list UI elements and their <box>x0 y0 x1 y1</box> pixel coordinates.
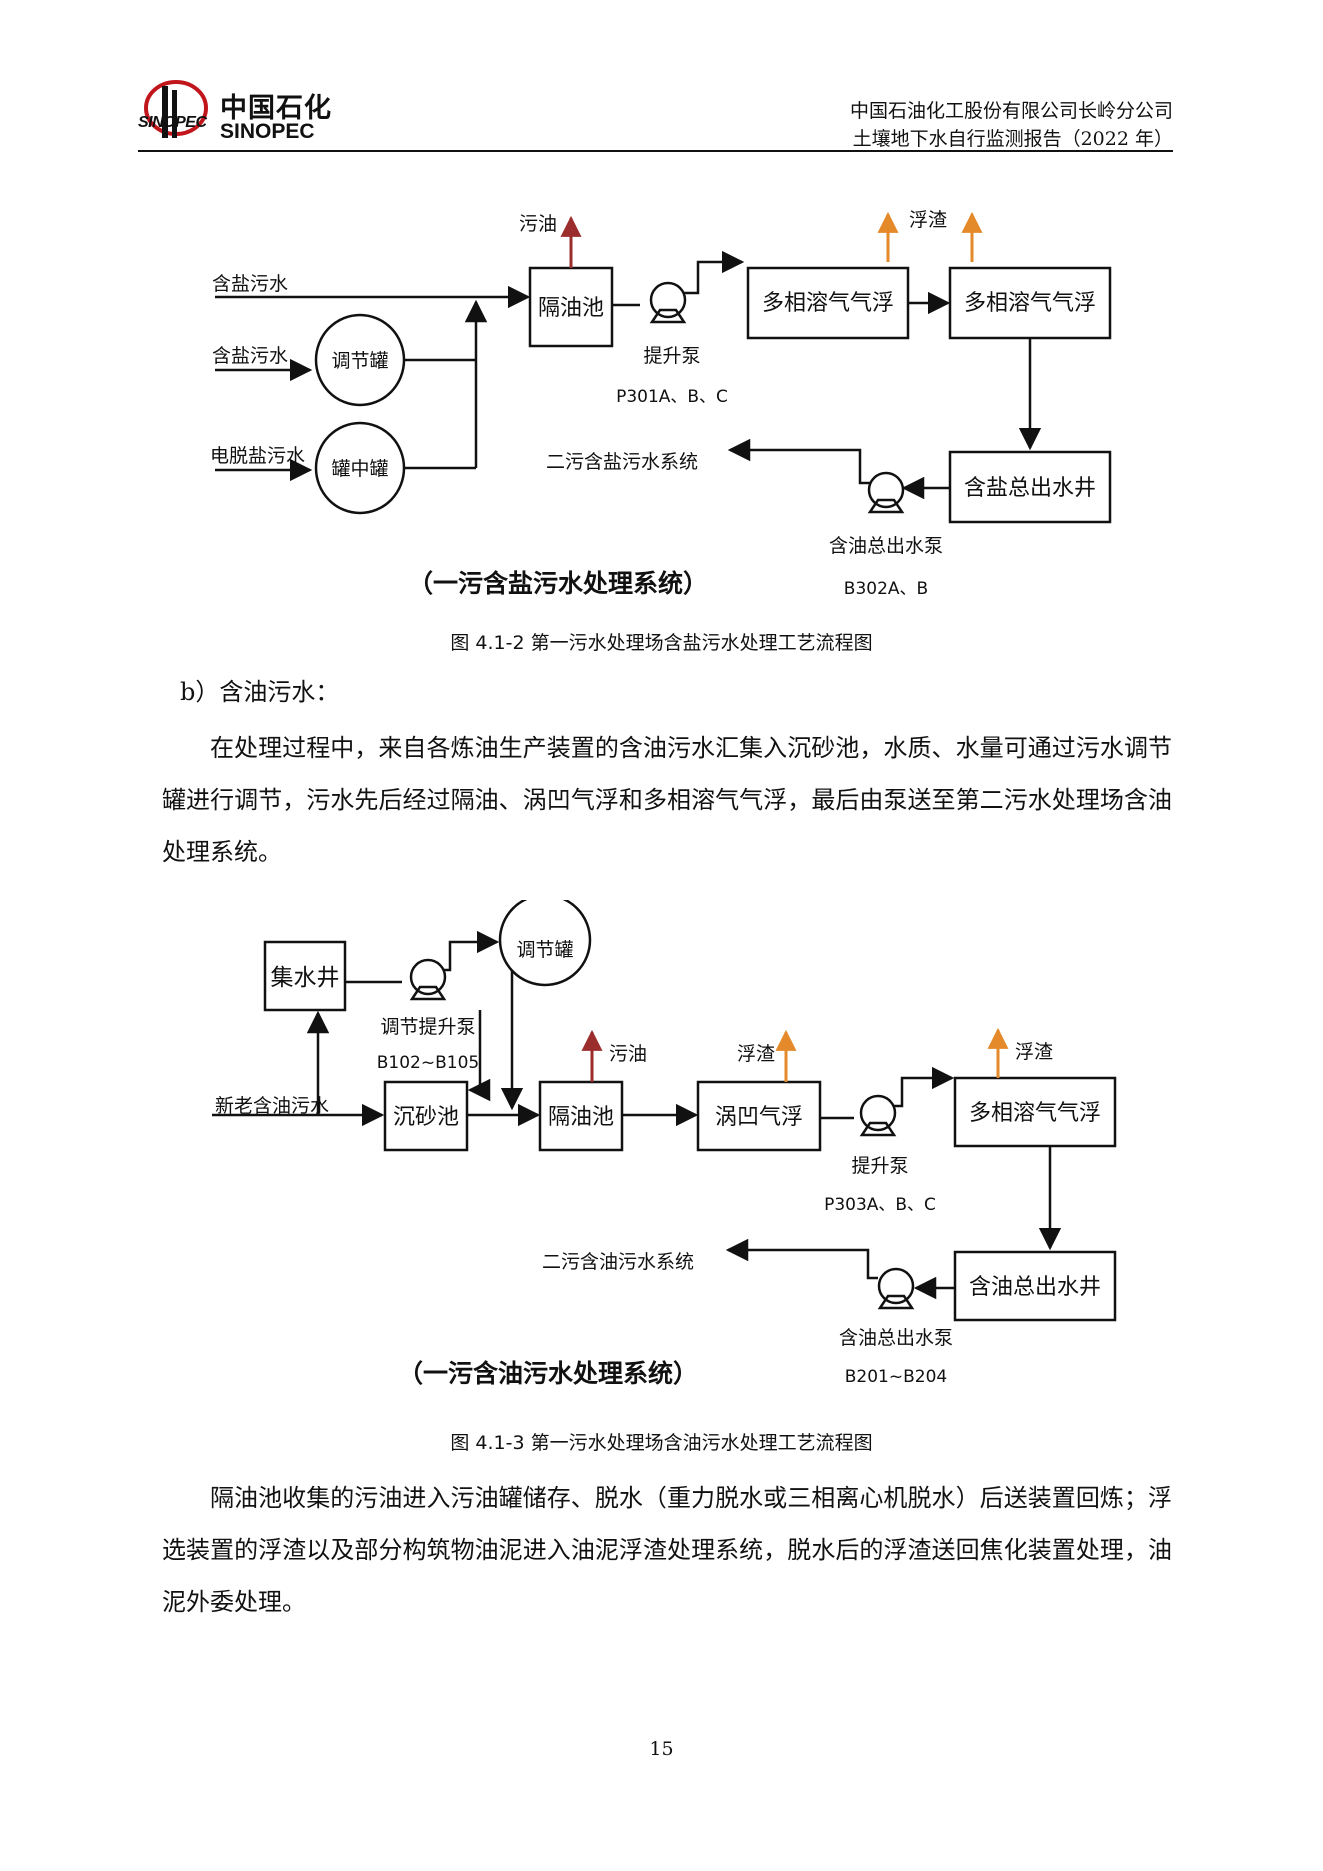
f2-lift-pump-id: P303A、B、C <box>824 1195 936 1215</box>
f1-outlet-destination: 二污含盐污水系统 <box>546 451 698 473</box>
f2-outlet-pump: 含油总出水泵 <box>839 1327 953 1349</box>
sinopec-logo: SINOPEC 中国石化 SINOPEC <box>138 78 338 148</box>
f1-separator: 隔油池 <box>538 296 604 321</box>
f1-lift-pump-id: P301A、B、C <box>616 387 728 407</box>
f2-regulating-lift-pump-id: B102~B105 <box>377 1053 479 1073</box>
f2-regulating-lift-pump: 调节提升泵 <box>380 1016 475 1038</box>
figure-4-1-3-caption: 图 4.1-3 第一污水处理场含油污水处理工艺流程图 <box>450 1432 873 1454</box>
section-b-heading: b）含油污水： <box>180 678 340 706</box>
figure-4-1-3-diagram: 集水井 调节提升泵 B102~B105 调节罐 新老含油污水 沉砂池 隔油池 污… <box>212 900 1117 1388</box>
section-b-text: 在处理过程中，来自各炼油生产装置的含油污水汇集入沉砂池，水质、水量可通过污水调节… <box>162 734 1172 866</box>
f1-outlet-pump: 含油总出水泵 <box>829 535 943 557</box>
logo-chinese: 中国石化 <box>220 93 332 124</box>
f1-oil-label: 污油 <box>519 213 557 235</box>
f1-diagram-title: （一污含盐污水处理系统） <box>408 569 708 598</box>
f1-tank-regulating: 调节罐 <box>331 350 388 372</box>
f1-tank-in-tank: 罐中罐 <box>331 458 388 480</box>
sinopec-logo-icon <box>144 80 208 138</box>
closing-paragraph: 隔油池收集的污油进入污油罐储存、脱水（重力脱水或三相离心机脱水）后送装置回炼；浮… <box>162 1472 1172 1628</box>
logo-mark-text: SINOPEC <box>138 114 207 131</box>
f2-outlet-destination: 二污含油污水系统 <box>542 1251 694 1273</box>
f1-saline-outlet-well: 含盐总出水井 <box>964 476 1096 501</box>
page-number: 15 <box>649 1738 674 1760</box>
section-b-paragraph: 在处理过程中，来自各炼油生产装置的含油污水汇集入沉砂池，水质、水量可通过污水调节… <box>162 722 1172 878</box>
f2-inlet-oily-water: 新老含油污水 <box>215 1095 329 1117</box>
f1-flotation-2: 多相溶气气浮 <box>964 291 1096 316</box>
f2-grit-chamber: 沉砂池 <box>393 1105 459 1130</box>
f2-regulating-tank: 调节罐 <box>516 939 573 961</box>
f1-lift-pump: 提升泵 <box>643 345 700 367</box>
f1-outlet-pump-id: B302A、B <box>844 579 928 599</box>
f2-sump: 集水井 <box>271 965 340 991</box>
figure-4-1-2-diagram: 含盐污水 含盐污水 电脱盐污水 调节罐 罐中罐 隔油池 污油 浮渣 提升泵 P3… <box>210 209 1112 599</box>
f2-outlet-pump-id: B201~B204 <box>845 1367 947 1387</box>
f2-lift-pump: 提升泵 <box>851 1155 908 1177</box>
f2-flotation: 多相溶气气浮 <box>969 1101 1101 1126</box>
logo-english: SINOPEC <box>220 120 315 143</box>
f2-oil-label: 污油 <box>609 1043 647 1065</box>
f1-inlet-saline-1: 含盐污水 <box>212 273 288 295</box>
f2-cavitation-flotation: 涡凹气浮 <box>715 1105 803 1130</box>
f2-scum-label-2: 浮渣 <box>1015 1041 1053 1063</box>
header-report-title: 土壤地下水自行监测报告（2022 年） <box>852 128 1173 150</box>
header-divider <box>138 150 1173 152</box>
figure-4-1-2-caption: 图 4.1-2 第一污水处理场含盐污水处理工艺流程图 <box>450 632 873 654</box>
closing-text: 隔油池收集的污油进入污油罐储存、脱水（重力脱水或三相离心机脱水）后送装置回炼；浮… <box>162 1484 1172 1616</box>
header-company: 中国石油化工股份有限公司长岭分公司 <box>849 100 1173 122</box>
f2-scum-label-1: 浮渣 <box>737 1043 775 1065</box>
f1-scum-label: 浮渣 <box>909 209 947 231</box>
f1-inlet-desalting: 电脱盐污水 <box>210 445 305 467</box>
f2-diagram-title: （一污含油污水处理系统） <box>398 1359 698 1388</box>
f1-flotation-1: 多相溶气气浮 <box>762 291 894 316</box>
f2-oily-outlet-well: 含油总出水井 <box>969 1275 1101 1300</box>
f1-inlet-saline-2: 含盐污水 <box>212 345 288 367</box>
f2-separator: 隔油池 <box>548 1105 614 1130</box>
